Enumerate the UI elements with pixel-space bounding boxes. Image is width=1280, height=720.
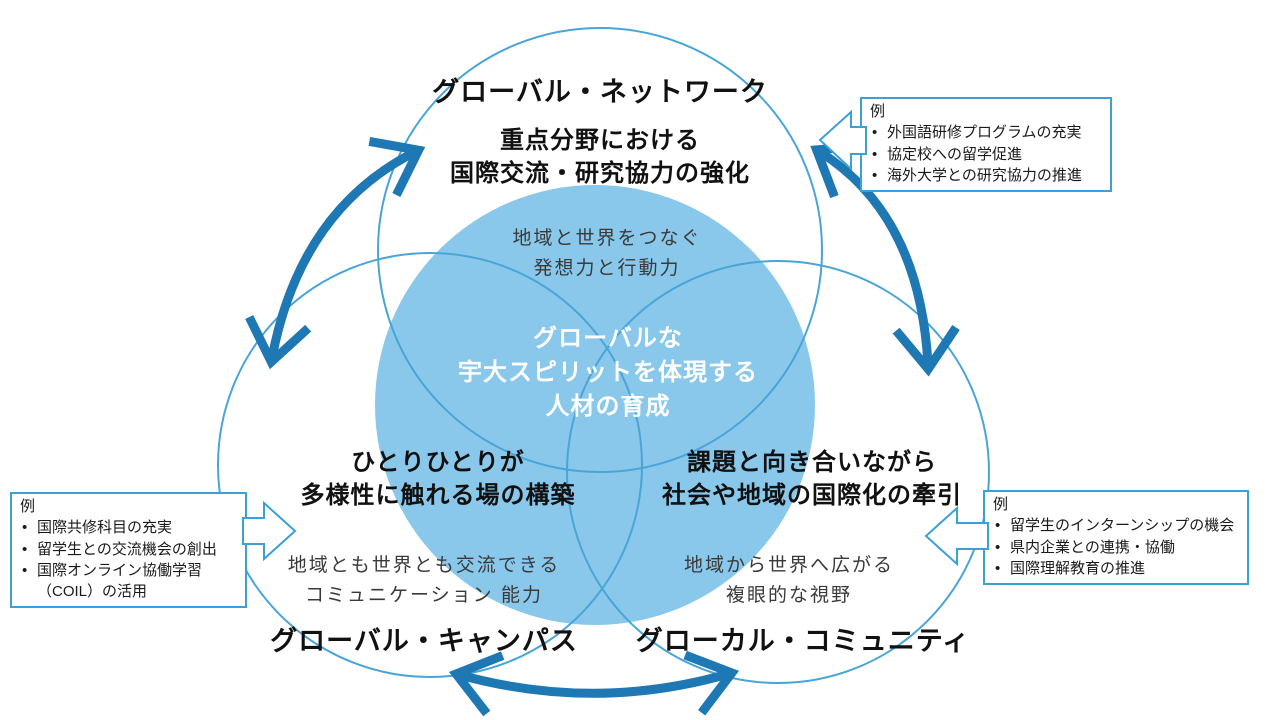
callout-item: 国際共修科目の充実 [20,517,237,539]
callout-list-community: 留学生のインターンシップの機会県内企業との連携・協働国際理解教育の推進 [993,515,1239,579]
callout-label: 例 [870,103,886,120]
callout-item: 国際オンライン協働学習 （COIL）の活用 [20,560,237,603]
callout-list-network: 外国語研修プログラムの充実協定校への留学促進海外大学との研究協力の推進 [870,122,1102,186]
callout-box-network: 例 外国語研修プログラムの充実協定校への留学促進海外大学との研究協力の推進 [860,97,1112,193]
callout-label: 例 [993,496,1009,513]
center-spirit-circle [375,185,815,625]
callout-list-campus: 国際共修科目の充実留学生との交流機会の創出国際オンライン協働学習 （COIL）の… [20,517,237,602]
community-trait: 地域から世界へ広がる 複眼的な視野 [683,555,895,606]
double-arrow-campus-community [448,650,740,717]
callout-box-campus: 例 国際共修科目の充実留学生との交流機会の創出国際オンライン協働学習 （COIL… [10,492,247,609]
double-arrow-network-campus [245,137,426,370]
callout-item: 県内企業との連携・協働 [993,537,1239,559]
center-main-message: グローバルな 宇大スピリットを体現する 人材の育成 [458,325,758,420]
callout-item: 国際理解教育の推進 [993,558,1239,580]
network-title: グローバル・ネットワーク [432,77,768,107]
callout-item: 留学生のインターンシップの機会 [993,515,1239,537]
callout-label: 例 [20,498,36,515]
center-trait: 地域と世界をつなぐ 発想力と行動力 [512,228,702,279]
campus-heading: ひとりひとりが 多様性に触れる場の構築 [300,449,576,509]
callout-item: 留学生との交流機会の創出 [20,539,237,561]
campus-circle [217,252,643,678]
network-heading: 重点分野における 国際交流・研究協力の強化 [450,127,750,187]
community-heading: 課題と向き合いながら 社会や地域の国際化の牽引 [662,449,962,509]
callout-item: 協定校への留学促進 [870,144,1102,166]
callout-item: 外国語研修プログラムの充実 [870,122,1102,144]
campus-title: グローバル・キャンパス [270,626,578,656]
callout-item: 海外大学との研究協力の推進 [870,165,1102,187]
community-circle [566,260,990,684]
campus-trait: 地域とも世界とも交流できる コミュニケーション 能力 [287,555,561,606]
community-title: グローカル・コミュニティ [635,626,971,656]
callout-box-community: 例 留学生のインターンシップの機会県内企業との連携・協働国際理解教育の推進 [983,490,1249,586]
